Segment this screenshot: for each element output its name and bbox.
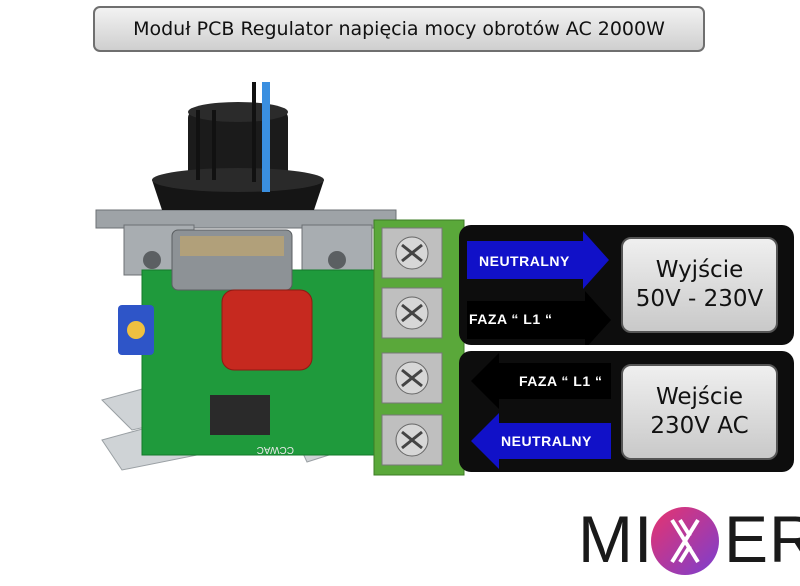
input-voltage: 230V AC	[650, 413, 749, 439]
output-title: Wyjście	[655, 257, 744, 284]
neutral-arrow-right	[467, 231, 609, 289]
mixer-logo: MI ER	[578, 500, 800, 578]
output-box: Wyjście 50V - 230V	[621, 237, 778, 333]
board-marking: CCWAC	[257, 444, 294, 455]
triac	[210, 395, 270, 435]
capacitor	[221, 289, 313, 371]
logo-right-text: ER	[724, 502, 800, 576]
output-phase-label: FAZA “ L1 “	[469, 311, 553, 327]
input-phase-label: FAZA “ L1 “	[519, 373, 603, 389]
phase-arrow-left	[471, 353, 611, 409]
output-neutral-label: NEUTRALNY	[479, 253, 570, 269]
logo-x-mark	[651, 507, 719, 575]
phase-arrow-right	[467, 291, 611, 345]
pcb-regulator-photo: CCWAC	[95, 82, 465, 476]
output-panel: NEUTRALNY FAZA “ L1 “ Wyjście 50V - 230V	[459, 225, 794, 345]
input-neutral-label: NEUTRALNY	[501, 433, 592, 449]
output-range: 50V - 230V	[635, 286, 764, 312]
input-box: Wejście 230V AC	[621, 364, 778, 460]
input-panel: FAZA “ L1 “ NEUTRALNY Wejście 230V AC	[459, 351, 794, 472]
input-title: Wejście	[655, 384, 744, 411]
title-text: Moduł PCB Regulator napięcia mocy obrotó…	[133, 18, 665, 40]
logo-left-text: MI	[578, 502, 654, 576]
terminal-block	[373, 219, 465, 476]
neutral-arrow-left	[471, 413, 611, 469]
knob	[152, 82, 324, 210]
title-banner: Moduł PCB Regulator napięcia mocy obrotó…	[93, 6, 705, 52]
